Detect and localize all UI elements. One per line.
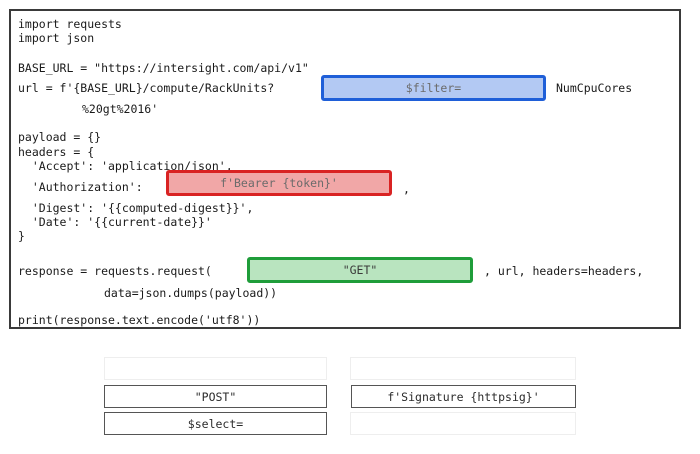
option-select-label: $select=	[187, 416, 244, 431]
option-slot-empty-1[interactable]	[104, 357, 327, 380]
option-select[interactable]: $select=	[104, 412, 327, 435]
drop-zone-method[interactable]: "GET"	[247, 257, 473, 283]
code-line-digest: 'Digest': '{{computed-digest}}',	[18, 201, 254, 215]
code-line-accept: 'Accept': 'application/json',	[18, 159, 233, 173]
code-line-base-url: BASE_URL = "https://intersight.com/api/v…	[18, 61, 309, 75]
drop-zone-authorization[interactable]: f'Bearer {token}'	[166, 170, 392, 196]
code-line-url-continuation: %20gt%2016'	[82, 102, 159, 116]
code-line-authorization-prefix: 'Authorization':	[18, 180, 143, 194]
option-post-label: "POST"	[194, 389, 237, 404]
option-signature-label: f'Signature {httpsig}'	[387, 389, 540, 404]
option-slot-empty-3[interactable]	[350, 412, 576, 435]
option-slot-empty-2[interactable]	[350, 357, 576, 380]
code-line-headers-close: }	[18, 229, 25, 243]
drop-zone-filter[interactable]: $filter=	[321, 75, 546, 101]
code-line-import-requests: import requests	[18, 17, 122, 31]
code-line-date: 'Date': '{{current-date}}'	[18, 215, 212, 229]
code-line-url-prefix: url = f'{BASE_URL}/compute/RackUnits?	[18, 81, 275, 95]
code-line-payload: payload = {}	[18, 130, 102, 144]
code-line-url-suffix: NumCpuCores	[556, 81, 633, 95]
code-line-data-param: data=json.dumps(payload))	[104, 286, 278, 300]
drop-zone-method-label: "GET"	[342, 263, 378, 277]
code-line-print: print(response.text.encode('utf8'))	[18, 313, 261, 327]
option-post[interactable]: "POST"	[104, 385, 327, 408]
code-line-response-prefix: response = requests.request(	[18, 264, 212, 278]
code-line-headers-open: headers = {	[18, 145, 95, 159]
code-line-response-suffix: , url, headers=headers,	[484, 264, 644, 278]
drop-zone-authorization-label: f'Bearer {token}'	[220, 176, 338, 190]
code-line-import-json: import json	[18, 31, 95, 45]
drop-zone-filter-label: $filter=	[405, 81, 462, 95]
option-signature[interactable]: f'Signature {httpsig}'	[351, 385, 576, 408]
code-line-authorization-suffix: ,	[403, 182, 410, 196]
